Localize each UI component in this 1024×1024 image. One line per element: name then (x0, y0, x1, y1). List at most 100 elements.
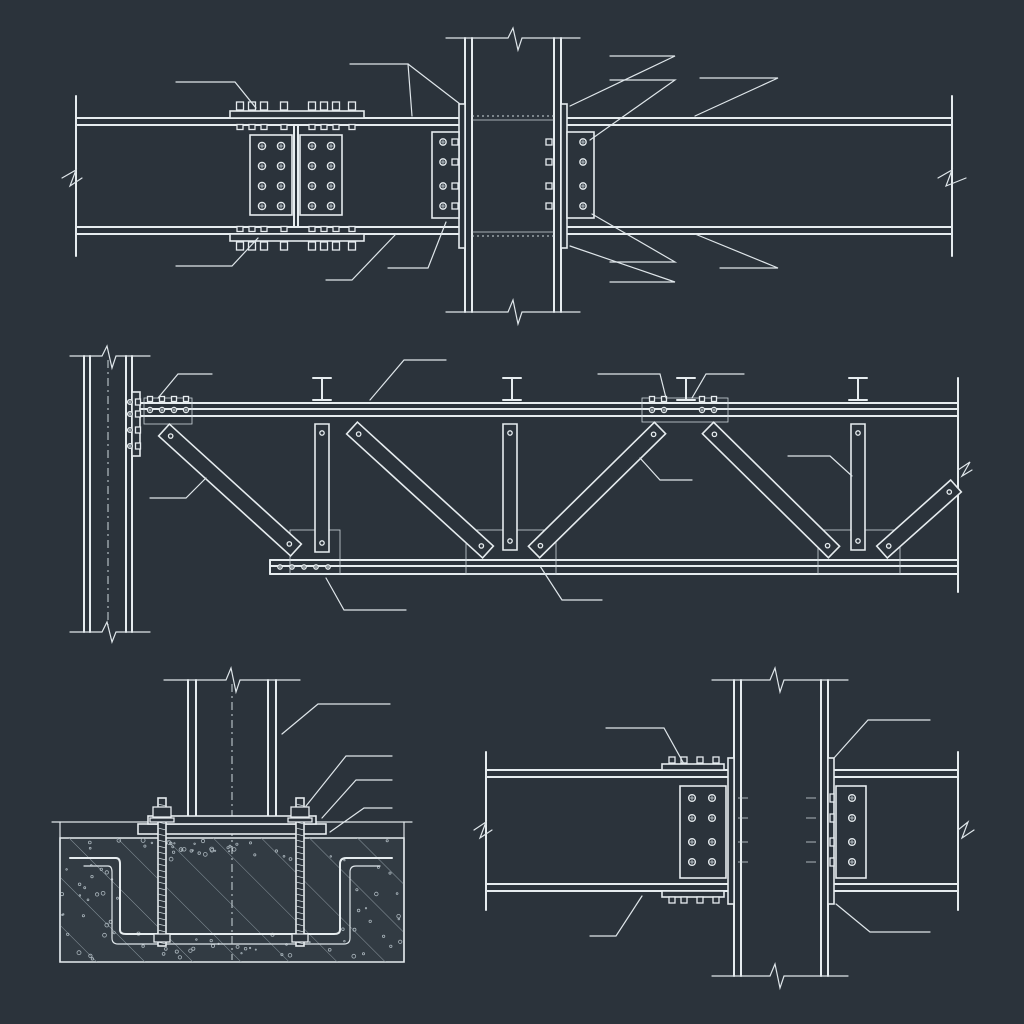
truss-web-members (157, 420, 963, 560)
member-bolt (855, 430, 861, 436)
v4-top-angle (661, 763, 725, 771)
diagonal-member (527, 421, 667, 559)
grout-pad (147, 815, 317, 825)
rod-thread (157, 893, 167, 897)
member-bolt (537, 542, 544, 549)
flange-bolt-nut (308, 225, 316, 233)
flange-bolt-nut (260, 123, 268, 131)
aggregate-speck (189, 849, 193, 853)
angle-bolt (696, 896, 704, 904)
flange-bolt-head (235, 101, 245, 111)
vertical-member (502, 423, 518, 551)
aggregate-speck (388, 871, 392, 875)
purlin-section (502, 377, 522, 401)
member-bolt (885, 543, 892, 549)
purlin-section (676, 377, 696, 401)
aggregate-speck (168, 856, 174, 862)
angle-bolt (696, 756, 704, 764)
aggregate-speck (100, 890, 106, 896)
aggregate-speck (381, 934, 386, 938)
aggregate-speck (169, 841, 173, 846)
end-plate-bolt (134, 442, 142, 450)
rod-thread (157, 911, 167, 915)
v4-bottom-angle (661, 890, 725, 898)
aggregate-speck (228, 844, 232, 848)
member-bolt (286, 541, 293, 547)
rod-thread (295, 863, 305, 867)
truss-column (69, 344, 151, 644)
bolt-nut (545, 158, 553, 166)
rod-thread (295, 929, 305, 933)
aggregate-speck (355, 888, 359, 892)
view2-leaders (149, 359, 853, 611)
shear-tab-right (566, 131, 595, 219)
aggregate-speck (150, 841, 154, 845)
aggregate-speck (112, 931, 116, 935)
rod-thread (157, 923, 167, 927)
purlin-section (312, 377, 332, 401)
flange-bolt-head (307, 241, 317, 251)
aggregate-speck (62, 913, 65, 916)
rod-thread (157, 881, 167, 885)
rod-thread (157, 803, 167, 807)
flange-bolt-nut (348, 225, 356, 233)
rod-thread (295, 845, 305, 849)
aggregate-speck (389, 944, 393, 948)
diagonal-member (875, 478, 963, 560)
flange-bolt-nut (348, 123, 356, 131)
aggregate-speck (288, 857, 293, 861)
rod-thread (157, 839, 167, 843)
aggregate-speck (327, 947, 332, 952)
rod-thread (157, 845, 167, 849)
rod-thread (157, 917, 167, 921)
rod-thread (295, 881, 305, 885)
rod-thread (157, 851, 167, 855)
flange-bolt-head (235, 241, 245, 251)
flange-bolt-nut (320, 123, 328, 131)
aggregate-speck (104, 922, 110, 928)
aggregate-speck (66, 932, 70, 936)
aggregate-speck (172, 850, 176, 854)
rod-thread (157, 857, 167, 861)
rod-thread (157, 869, 167, 873)
rod-thread (295, 857, 305, 861)
bottom-flange-splice-plate (229, 233, 365, 242)
aggregate-speck (76, 950, 82, 956)
aggregate-speck (253, 853, 257, 857)
beam-right (565, 95, 967, 257)
v4-bolt-group (668, 756, 857, 904)
flange-bolt-head (319, 241, 329, 251)
aggregate-speck (226, 846, 230, 850)
angle-bolt (712, 756, 720, 764)
aggregate-speck (143, 844, 147, 848)
aggregate-speck (161, 952, 166, 956)
flange-bolt-head (331, 101, 341, 111)
aggregate-speck (287, 953, 293, 958)
rod-thread (157, 863, 167, 867)
aggregate-speck (235, 945, 240, 949)
anchor-washer (149, 817, 175, 823)
flange-bolt-nut (248, 225, 256, 233)
vertical-member (850, 423, 866, 551)
flange-bolt-group (235, 101, 357, 251)
aggregate-speck (214, 849, 217, 852)
rod-thread (295, 887, 305, 891)
aggregate-speck (200, 838, 206, 844)
bolt-nut (451, 202, 459, 210)
aggregate-speck (193, 842, 196, 846)
end-plate-left (458, 103, 466, 249)
bolt-nut (660, 395, 668, 403)
bolt-nut (648, 395, 656, 403)
flange-bolt-nut (236, 123, 244, 131)
member-bolt (319, 540, 325, 546)
flange-bolt-head (247, 101, 257, 111)
aggregate-speck (195, 938, 198, 941)
truss-bolts (126, 395, 718, 570)
angle-bolt (668, 896, 676, 904)
bolt-nut (545, 202, 553, 210)
gusset-top-left (143, 397, 193, 425)
rod-thread (295, 893, 305, 897)
aggregate-speck (203, 852, 208, 857)
member-bolt (355, 431, 362, 437)
aggregate-speck (174, 949, 179, 954)
